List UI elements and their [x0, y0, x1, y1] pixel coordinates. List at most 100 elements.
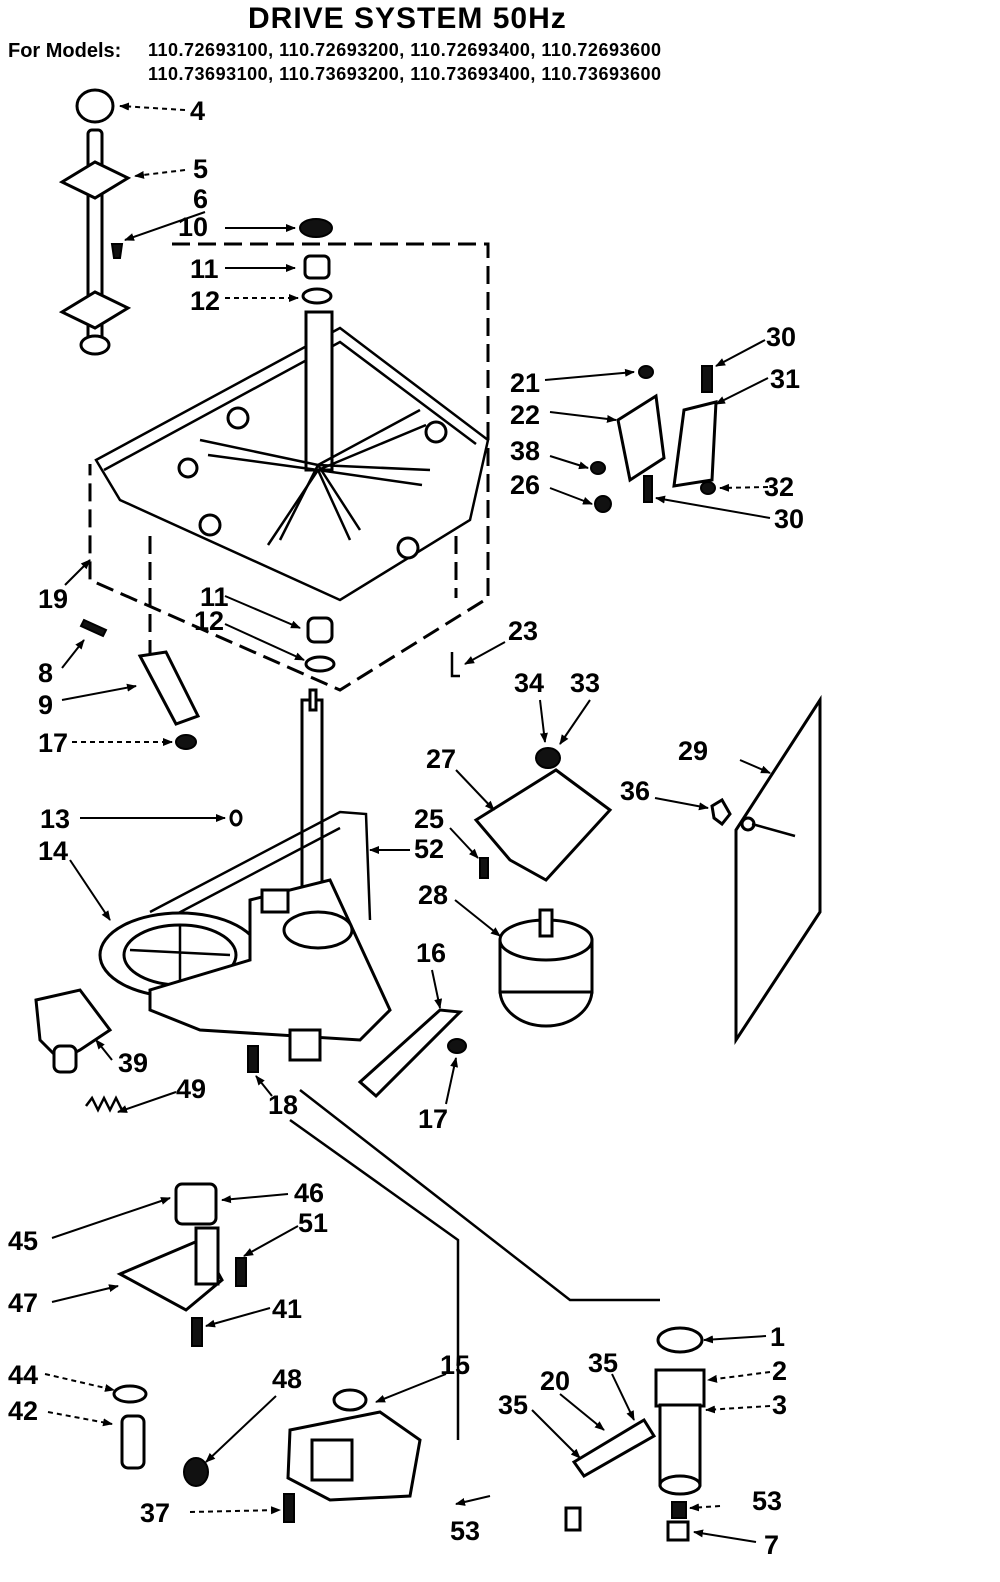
lower-bearing-part	[306, 616, 334, 644]
label-17-right: 17	[418, 1104, 448, 1134]
cover-panel-part	[734, 694, 822, 1046]
label-16: 16	[416, 938, 446, 968]
screw-part-25	[479, 857, 489, 879]
label-53-bottom: 53	[450, 1516, 480, 1546]
label-22: 22	[510, 400, 540, 430]
models-line-2: 110.73693100, 110.73693200, 110.73693400…	[148, 64, 662, 84]
motor-part	[498, 908, 594, 1028]
label-9: 9	[38, 690, 53, 720]
clip-part-36	[710, 797, 732, 827]
bracket-part	[137, 650, 201, 726]
nut-part-17b	[447, 1038, 467, 1054]
label-4: 4	[190, 96, 205, 126]
suspension-rod-assembly	[58, 128, 132, 356]
label-45: 45	[8, 1226, 38, 1256]
clip-part-23	[450, 652, 460, 678]
part-drawings	[34, 88, 822, 1542]
label-12-bottom: 12	[194, 606, 224, 636]
valve-nozzle	[52, 1044, 78, 1074]
leader-lines	[44, 102, 771, 1543]
agitator-tube-part	[571, 1326, 706, 1542]
label-20: 20	[540, 1366, 570, 1396]
label-29: 29	[678, 736, 708, 766]
bearing-part	[303, 254, 331, 280]
models-label: For Models:	[8, 40, 122, 62]
label-3: 3	[772, 1390, 787, 1420]
transmission-assembly	[98, 688, 392, 1062]
label-32: 32	[764, 472, 794, 502]
nut-part-32	[700, 481, 716, 495]
bracket-part-31	[672, 400, 718, 488]
label-10: 10	[178, 212, 208, 242]
label-30-top: 30	[766, 322, 796, 352]
label-53-right: 53	[752, 1486, 782, 1516]
label-14: 14	[38, 836, 68, 866]
label-44: 44	[8, 1360, 38, 1390]
label-38: 38	[510, 436, 540, 466]
screw-part-37	[283, 1493, 295, 1523]
bolt-part	[79, 618, 108, 638]
label-11-top: 11	[190, 254, 219, 284]
cap-part	[75, 88, 115, 124]
screw-part-51	[235, 1257, 247, 1287]
label-39: 39	[118, 1048, 148, 1078]
part-number-labels: 4 5 6 10 11 12 21 22 38 26 30 31 32 30 1…	[8, 96, 804, 1560]
label-18: 18	[268, 1090, 298, 1120]
nut-part	[299, 218, 333, 238]
label-35-right: 35	[588, 1348, 618, 1378]
label-7: 7	[764, 1530, 779, 1560]
solenoid-coil-part	[174, 1182, 218, 1226]
label-34: 34	[514, 668, 544, 698]
label-11-bottom: 11	[200, 582, 229, 612]
label-1: 1	[770, 1322, 785, 1352]
label-25: 25	[414, 804, 444, 834]
label-30-bottom: 30	[774, 504, 804, 534]
hose-part-42	[120, 1414, 146, 1470]
label-21: 21	[510, 368, 540, 398]
clip-part	[638, 365, 654, 379]
connector-line	[299, 1089, 660, 1302]
valve-part	[34, 988, 113, 1062]
screw-part-30b	[643, 475, 653, 503]
label-41: 41	[272, 1294, 302, 1324]
clamp-part-48	[183, 1457, 209, 1487]
label-5: 5	[193, 154, 208, 184]
label-42: 42	[8, 1396, 38, 1426]
lower-washer-part	[304, 655, 336, 673]
label-17-left: 17	[38, 728, 68, 758]
label-19: 19	[38, 584, 68, 614]
label-6: 6	[193, 184, 208, 214]
spring-part	[85, 1095, 124, 1113]
pump-part	[286, 1388, 422, 1502]
models-line-1: 110.72693100, 110.72693200, 110.72693400…	[148, 40, 662, 60]
screw-part-18	[247, 1045, 259, 1073]
label-46: 46	[294, 1178, 324, 1208]
nut-part-17	[175, 734, 197, 750]
cap-part-44	[112, 1384, 148, 1404]
diagram-title: DRIVE SYSTEM 50Hz	[248, 2, 567, 35]
brace-part	[357, 1008, 464, 1099]
label-26: 26	[510, 470, 540, 500]
screw-part-41	[191, 1317, 203, 1347]
label-47: 47	[8, 1288, 38, 1318]
label-8: 8	[38, 658, 53, 688]
label-48: 48	[272, 1364, 302, 1394]
motor-bracket-part	[473, 768, 613, 882]
label-23: 23	[508, 616, 538, 646]
label-52: 52	[414, 834, 444, 864]
label-37: 37	[140, 1498, 170, 1528]
label-13: 13	[40, 804, 70, 834]
label-51: 51	[298, 1208, 328, 1238]
screw-part-30a	[701, 365, 713, 393]
label-27: 27	[426, 744, 456, 774]
washer-part	[301, 287, 333, 305]
label-33: 33	[570, 668, 600, 698]
fitting-part-53	[564, 1506, 582, 1532]
label-35-left: 35	[498, 1390, 528, 1420]
grommet-part	[535, 747, 561, 769]
mount-bracket-part	[616, 393, 666, 483]
label-36: 36	[620, 776, 650, 806]
solenoid-core-part	[194, 1226, 220, 1286]
